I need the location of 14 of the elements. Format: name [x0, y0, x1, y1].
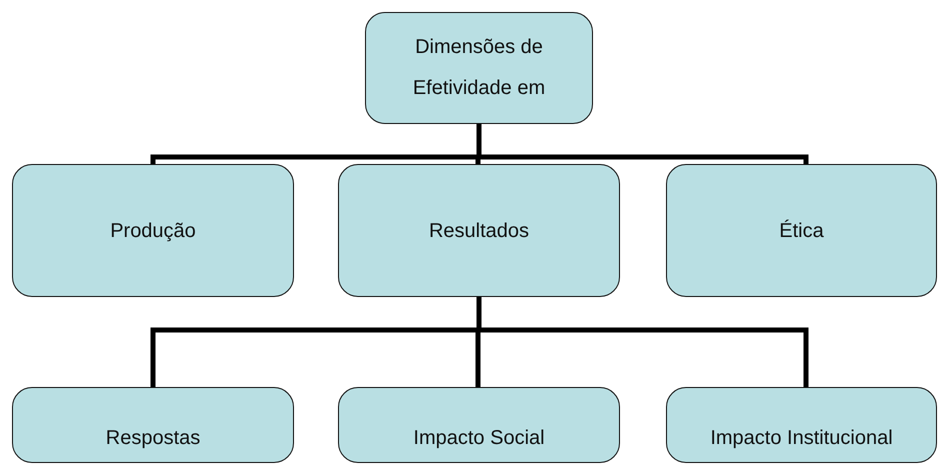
- box-label: Impacto Social: [413, 426, 545, 450]
- box-label: Impacto Institucional: [710, 426, 893, 450]
- hierarchy-box: [12, 387, 294, 463]
- hierarchy-box: [338, 164, 620, 297]
- box-label: Resultados: [428, 218, 530, 242]
- box-label: Dimensões de Efetividade em: [412, 35, 546, 101]
- hierarchy-box: [666, 387, 937, 463]
- hierarchy-box: [666, 164, 937, 297]
- box-label: Ética: [779, 218, 824, 242]
- hierarchy-box: [12, 164, 294, 297]
- hierarchy-box: [365, 12, 593, 124]
- box-label: Produção: [110, 218, 196, 242]
- box-label: Respostas: [106, 426, 200, 450]
- hierarchy-box: [338, 387, 620, 463]
